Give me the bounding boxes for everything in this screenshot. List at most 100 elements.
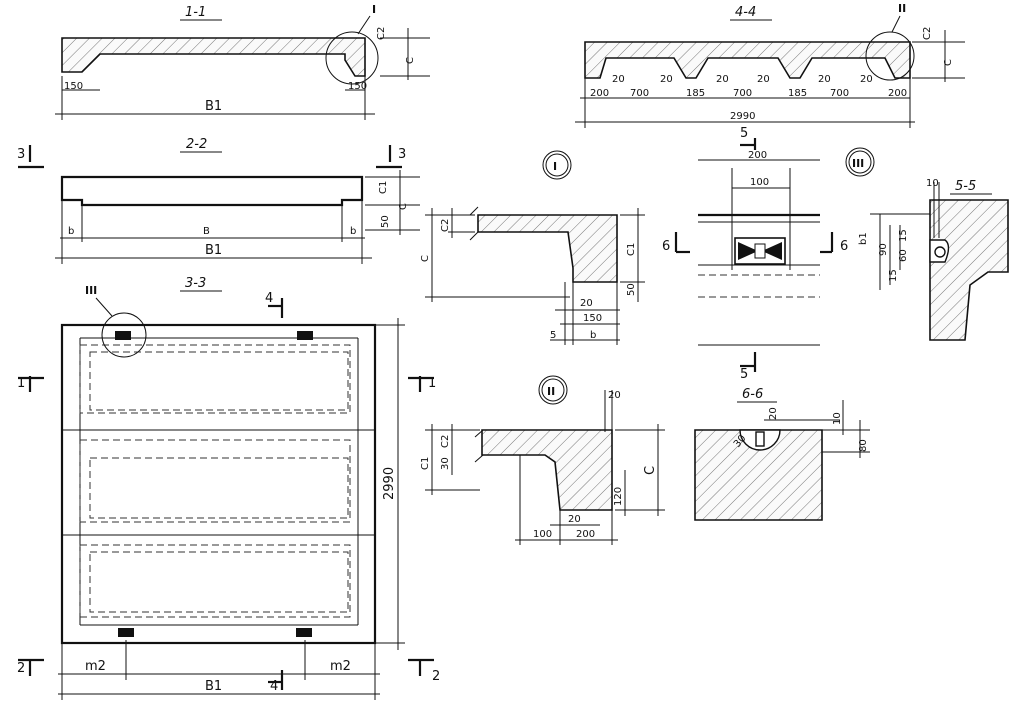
dim-I-20: 20 (580, 298, 593, 309)
dim-I-b: b (590, 330, 596, 341)
cut-3-left: 3 (17, 147, 25, 162)
dim-4-4-185a: 185 (686, 88, 705, 99)
lifting-loop-3 (118, 628, 134, 637)
lifting-loop-1 (115, 331, 131, 340)
lifting-loop-4 (296, 628, 312, 637)
dim-4-4-total: 2990 (730, 111, 755, 122)
dim-II-20: 20 (568, 514, 581, 525)
dim-1-1-c: C (405, 57, 416, 64)
dim-I-c1: C1 (626, 243, 637, 256)
dim-III-10: 10 (926, 178, 939, 189)
dim-55-100: 100 (750, 177, 769, 188)
cut-5-top: 5 (740, 126, 748, 141)
detail-I-marker: I (553, 160, 557, 173)
dim-1-1-c2: C2 (376, 27, 387, 40)
cut-4-bottom: 4 (270, 679, 278, 694)
section-6-6: 6-6 30 10 20 80 (694, 387, 870, 521)
cut-4-top: 4 (265, 291, 273, 306)
view-loop-plan: 5 200 100 6 6 5 (662, 126, 848, 382)
dim-II-120: 120 (613, 487, 624, 506)
dim-II-100: 100 (533, 529, 552, 540)
section-4-4: 4-4 II C2 C 200 20 20 700 185 20 20 700 … (575, 2, 965, 128)
callout-III: III (85, 284, 97, 297)
cut-3-right: 3 (398, 147, 406, 162)
dim-2-2-c1: C1 (378, 181, 389, 194)
cut-1-right: 1 (428, 376, 436, 391)
dim-I-c2: C2 (440, 219, 451, 232)
dim-1-1-width: B1 (205, 99, 222, 114)
dim-4-4-185b: 185 (788, 88, 807, 99)
dim-3-3-width: B1 (205, 679, 222, 694)
dim-2-2-width: B1 (205, 243, 222, 258)
section-1-1: 1-1 I C2 C 150 150 B1 (55, 3, 430, 120)
section-2-2: 2-2 3 3 C1 C 50 b B b B1 (17, 137, 420, 264)
detail-I-circle (325, 31, 379, 85)
detail-II-marker: II (547, 385, 555, 398)
dim-6-6-20: 20 (768, 407, 779, 420)
callout-I: I (372, 3, 376, 16)
dim-3-3-m2-left: m2 (85, 659, 106, 674)
section-1-1-title: 1-1 (185, 5, 206, 20)
dim-I-50: 50 (626, 283, 637, 296)
detail-II-circle (865, 31, 915, 81)
dim-1-1-left: 150 (64, 81, 83, 92)
dim-4-4-700c: 700 (830, 88, 849, 99)
cut-2-right: 2 (432, 669, 440, 684)
dim-2-2-50: 50 (380, 215, 391, 228)
dim-2-2-b-left: b (68, 226, 74, 237)
dim-II-c: C (643, 466, 658, 475)
detail-III-marker: III (852, 157, 864, 170)
cut-6-left: 6 (662, 239, 670, 254)
detail-III-title: 5-5 (955, 179, 976, 194)
section-6-6-title: 6-6 (742, 387, 763, 402)
dim-4-4-c2: C2 (922, 27, 933, 40)
dim-4-4-20a: 20 (612, 74, 625, 85)
section-2-2-title: 2-2 (186, 137, 207, 152)
dim-III-90: 90 (878, 243, 889, 256)
section-3-3-title: 3-3 (185, 276, 206, 291)
dim-3-3-m2-right: m2 (330, 659, 351, 674)
dim-4-4-200a: 200 (590, 88, 609, 99)
dim-4-4-20c: 20 (716, 74, 729, 85)
section-4-4-title: 4-4 (735, 5, 756, 20)
dim-I-c: C (420, 255, 431, 262)
dim-4-4-c: C (943, 59, 954, 66)
dim-2-2-b-mid: B (203, 226, 210, 237)
dim-4-4-20b: 20 (660, 74, 673, 85)
lifting-loop-2 (297, 331, 313, 340)
cut-6-right: 6 (840, 239, 848, 254)
dim-II-200: 200 (576, 529, 595, 540)
dim-II-30: 30 (440, 457, 451, 470)
dim-6-6-10: 10 (832, 412, 843, 425)
dim-2-2-c: C (398, 203, 409, 210)
dim-2-2-b-right: b (350, 226, 356, 237)
dim-1-1-right: 150 (348, 81, 367, 92)
detail-I: I C2 C C1 50 20 150 5 b (420, 150, 645, 345)
dim-4-4-700b: 700 (733, 88, 752, 99)
cut-1-left: 1 (17, 376, 25, 391)
dim-55-200: 200 (748, 150, 767, 161)
dim-III-15b: 15 (888, 269, 899, 282)
dim-3-3-height: 2990 (382, 467, 397, 500)
section-3-3: 3-3 III 4 1 1 2990 2 (17, 276, 440, 700)
dim-4-4-700a: 700 (630, 88, 649, 99)
dim-III-60: 60 (898, 249, 909, 262)
detail-III: III 5-5 10 b1 90 15 60 15 (845, 147, 1009, 341)
dim-I-5: 5 (550, 330, 556, 341)
cut-5-bottom: 5 (740, 367, 748, 382)
cut-2-left: 2 (17, 661, 25, 676)
dim-III-15a: 15 (898, 229, 909, 242)
dim-II-c1: C1 (420, 457, 431, 470)
detail-II: II 20 C1 C2 30 C 120 20 100 200 (420, 375, 665, 545)
dim-III-b1: b1 (858, 232, 869, 245)
dim-4-4-20f: 20 (860, 74, 873, 85)
dim-4-4-20e: 20 (818, 74, 831, 85)
dim-II-top20: 20 (608, 390, 621, 401)
dim-4-4-200b: 200 (888, 88, 907, 99)
detail-III-circle (101, 312, 147, 358)
dim-4-4-20d: 20 (757, 74, 770, 85)
dim-II-c2: C2 (440, 435, 451, 448)
plan-outline (60, 323, 377, 645)
